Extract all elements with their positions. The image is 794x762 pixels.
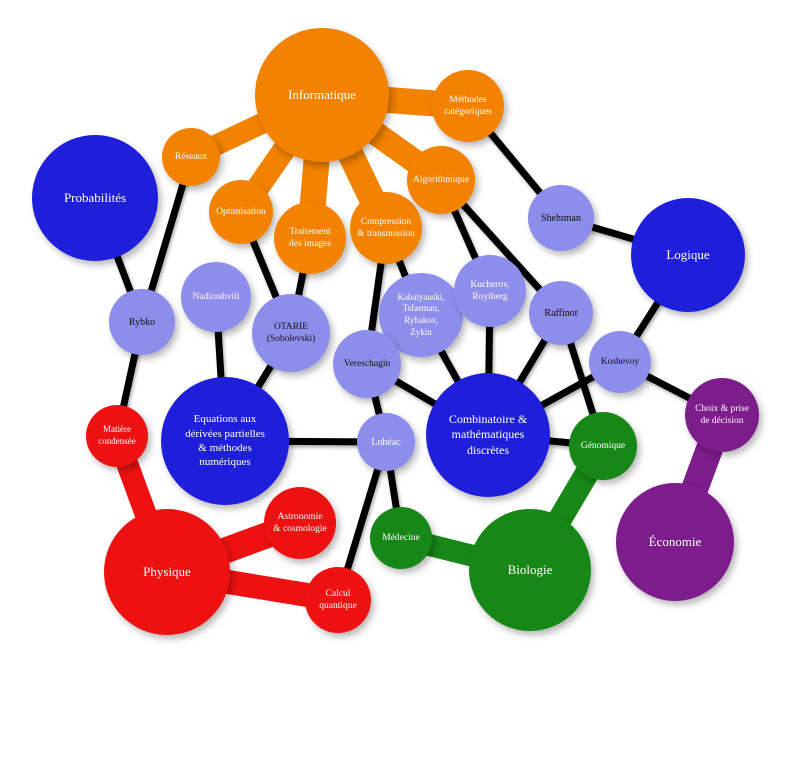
node-physique: Physique (104, 509, 230, 635)
node-label-methodes: Méthodes catégoriques (443, 94, 492, 117)
node-probabilites: Probabilités (32, 135, 158, 261)
node-label-otarie: OTARIE (Sobolevski) (266, 321, 316, 344)
node-label-kabatyanski: Kabatyanski, Tsfasman, Rybakov, Zykin (397, 291, 445, 337)
node-label-calcul: Calcul quantique (319, 588, 357, 611)
node-raffinot: Raffinot (529, 281, 593, 345)
node-label-probabilites: Probabilités (63, 189, 127, 205)
node-label-raffinot: Raffinot (544, 307, 578, 319)
node-loheac: Lohéac (357, 413, 415, 471)
node-label-rybko: Rybko (128, 316, 156, 328)
node-label-shehtman: Shehtman (541, 212, 581, 224)
node-label-nadirashvili: Nadirashvili (192, 291, 240, 302)
node-label-informatique: Informatique (288, 86, 356, 102)
node-koshevoy: Koshevoy (589, 331, 651, 393)
node-traitement: Traitement des images (274, 202, 346, 274)
node-compression: Compression & transmission (350, 192, 422, 264)
node-label-logique: Logique (666, 246, 710, 262)
node-shehtman: Shehtman (528, 185, 594, 251)
node-label-loheac: Lohéac (371, 436, 401, 448)
node-label-economie: Économie (648, 533, 702, 549)
node-label-algorithmique: Algorithmique (413, 174, 469, 185)
node-label-choix: Choix & prise de décision (695, 403, 749, 426)
node-label-medecine: Médecine (382, 532, 420, 543)
node-label-optimisation: Optimisation (216, 206, 266, 217)
node-economie: Économie (616, 483, 734, 601)
node-otarie: OTARIE (Sobolevski) (252, 294, 330, 372)
node-label-genomique: Génomique (580, 440, 626, 451)
node-label-kucherov: Kucherov, Roytberg (470, 279, 510, 302)
node-label-compression: Compression & transmission (357, 216, 415, 239)
node-optimisation: Optimisation (209, 180, 273, 244)
node-informatique: Informatique (255, 28, 389, 162)
node-vereschagin: Vereschagin (333, 330, 401, 398)
node-methodes: Méthodes catégoriques (432, 70, 504, 142)
node-nadirashvili: Nadirashvili (181, 262, 251, 332)
node-combinatoire: Combinatoire & mathématiques discrètes (426, 373, 550, 497)
node-genomique: Génomique (569, 412, 637, 480)
node-label-astronomie: Astronomie & cosmologie (273, 511, 327, 534)
node-matiere: Matière condensée (86, 405, 148, 467)
node-biologie: Biologie (469, 509, 591, 631)
node-logique: Logique (631, 198, 745, 312)
node-equations: Equations aux dérivées partielles & méth… (161, 377, 289, 505)
node-label-vereschagin: Vereschagin (343, 358, 391, 369)
node-label-matiere: Matière condensée (98, 424, 136, 446)
node-rybko: Rybko (109, 289, 175, 355)
node-label-biologie: Biologie (507, 561, 553, 577)
node-label-koshevoy: Koshevoy (600, 356, 640, 367)
node-algorithmique: Algorithmique (407, 146, 475, 214)
node-label-combinatoire: Combinatoire & mathématiques discrètes (448, 411, 528, 457)
node-kucherov: Kucherov, Roytberg (454, 255, 526, 327)
node-reseaux: Réseaux (162, 128, 220, 186)
node-label-traitement: Traitement des images (289, 226, 331, 249)
node-label-equations: Equations aux dérivées partielles & méth… (185, 413, 265, 469)
node-label-physique: Physique (143, 563, 191, 579)
node-medecine: Médecine (370, 507, 432, 569)
node-label-reseaux: Réseaux (174, 151, 208, 162)
node-calcul: Calcul quantique (305, 567, 371, 633)
node-astronomie: Astronomie & cosmologie (264, 487, 336, 559)
node-choix: Choix & prise de décision (685, 378, 759, 452)
